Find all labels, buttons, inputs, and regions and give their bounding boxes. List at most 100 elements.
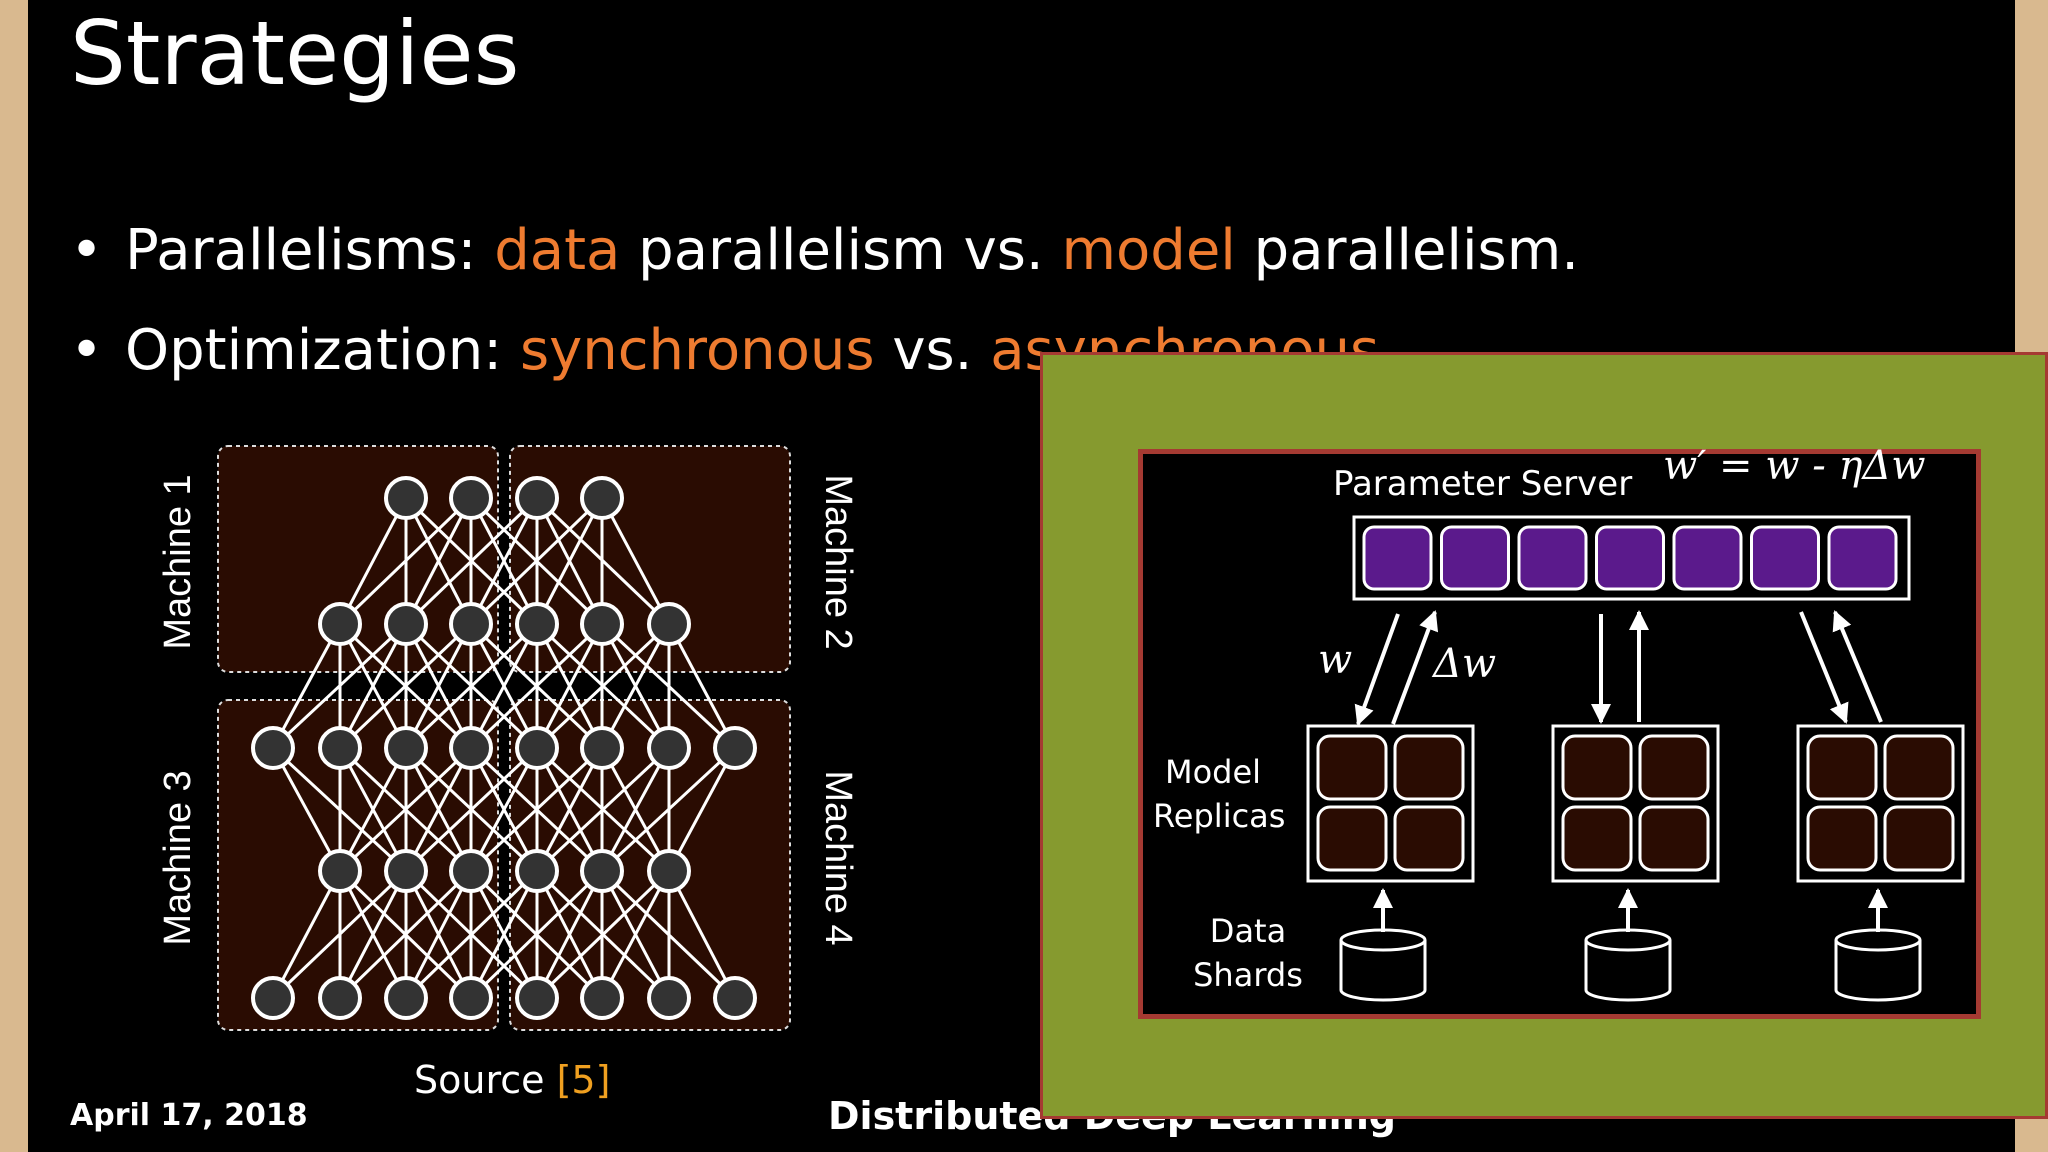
network-node (580, 476, 624, 520)
network-edge (338, 870, 408, 999)
arrow (1799, 611, 1849, 724)
replica-cell (1316, 805, 1388, 872)
machine-4-label: Machine 4 (817, 770, 859, 945)
network-node (318, 976, 362, 1020)
network-edge (469, 496, 604, 626)
bullet-prefix: Parallelisms: (125, 218, 495, 283)
network-node (384, 849, 428, 893)
network-node (713, 726, 757, 770)
network-node (515, 976, 559, 1020)
network-node (647, 849, 691, 893)
network-node (647, 976, 691, 1020)
parameter-server-diagram: Parameter Server w′ = w - ηΔw w Δw Model… (1138, 443, 1981, 1019)
network-node (515, 726, 559, 770)
highlight-term: data (494, 218, 621, 283)
network-node (449, 976, 493, 1020)
network-edge (338, 747, 408, 872)
network-edge (271, 623, 342, 749)
model-replicas (1306, 724, 1965, 883)
network-edge (404, 747, 473, 872)
replica-cell (1638, 734, 1710, 801)
network-edge (338, 869, 473, 1000)
replica-cell (1393, 734, 1465, 801)
network-edge (535, 746, 671, 873)
network-node (384, 602, 428, 646)
source-reference-link[interactable]: [5] (556, 1058, 611, 1102)
network-edge (469, 747, 539, 872)
network-node (318, 726, 362, 770)
network-node (449, 476, 493, 520)
data-shard-top (1584, 928, 1672, 952)
network-edge (600, 747, 671, 872)
machine-2-label: Machine 2 (817, 474, 859, 649)
network-node (384, 476, 428, 520)
network-node (580, 849, 624, 893)
data-shard-top (1834, 928, 1922, 952)
network-nodes (251, 476, 757, 1020)
network-edge (667, 623, 737, 749)
update-formula: w′ = w - ηΔw (1663, 443, 1926, 489)
machine-1-label: Machine 1 (157, 474, 199, 649)
parameter-shard (1440, 525, 1510, 591)
bullet-dot: • (70, 218, 104, 283)
network-edge (469, 497, 539, 625)
highlight-term: model (1061, 218, 1236, 283)
network-edge (469, 870, 539, 999)
data-shard-top (1339, 928, 1427, 952)
model-replica-box (1796, 724, 1965, 883)
data-shard-cylinder (1834, 940, 1922, 1002)
network-node (515, 849, 559, 893)
network-node (384, 726, 428, 770)
network-edge (535, 870, 604, 999)
arrow (1832, 610, 1883, 723)
network-node (580, 726, 624, 770)
replica-cell (1806, 734, 1878, 801)
network-edges (271, 496, 737, 1000)
replica-cell (1883, 805, 1955, 872)
parameter-shard (1362, 525, 1433, 591)
model-replicas-label: Model Replicas (1153, 753, 1286, 835)
network-edge (338, 622, 473, 750)
bullet-dot: • (70, 318, 104, 383)
source-citation: Source [5] (414, 1058, 610, 1102)
bullet-prefix: Optimization: (125, 318, 520, 383)
network-edge (404, 497, 473, 625)
network-edge (404, 870, 473, 999)
network-edge (271, 747, 342, 872)
parameter-server-box (1352, 515, 1911, 601)
network-node (384, 976, 428, 1020)
data-shards (1339, 888, 1922, 1002)
arrow (1354, 613, 1400, 726)
network-node (515, 602, 559, 646)
footer-date: April 17, 2018 (70, 1098, 308, 1133)
machine-2-box (509, 445, 791, 673)
network-node (251, 976, 295, 1020)
replica-cell (1316, 734, 1388, 801)
network-node (580, 602, 624, 646)
highlight-term: synchronous (519, 318, 875, 383)
network-edge (535, 497, 604, 625)
parameter-server-graphics (1306, 515, 1965, 1002)
network-edge (338, 623, 408, 749)
network-edge (535, 747, 604, 872)
parameter-shard (1827, 525, 1898, 591)
replica-cell (1883, 734, 1955, 801)
network-edge (535, 623, 604, 749)
model-replica-box (1306, 724, 1475, 883)
network-edge (469, 622, 604, 750)
weights-label: w (1318, 637, 1353, 683)
replica-cell (1561, 805, 1633, 872)
replica-cell (1393, 805, 1465, 872)
network-node (449, 602, 493, 646)
slide-title: Strategies (70, 2, 520, 105)
machine-1-box (217, 445, 499, 673)
model-parallelism-diagram: Machine 1 Machine 2 Machine 3 Machine 4 (157, 445, 859, 1031)
network-edge (404, 496, 539, 626)
network-edge (404, 869, 539, 1000)
data-shard-cylinder (1339, 940, 1427, 1002)
bullet-text: vs. (874, 318, 991, 383)
parameter-shard (1517, 525, 1588, 591)
network-node (318, 602, 362, 646)
network-edge (404, 623, 473, 749)
machine-3-label: Machine 3 (157, 770, 199, 945)
